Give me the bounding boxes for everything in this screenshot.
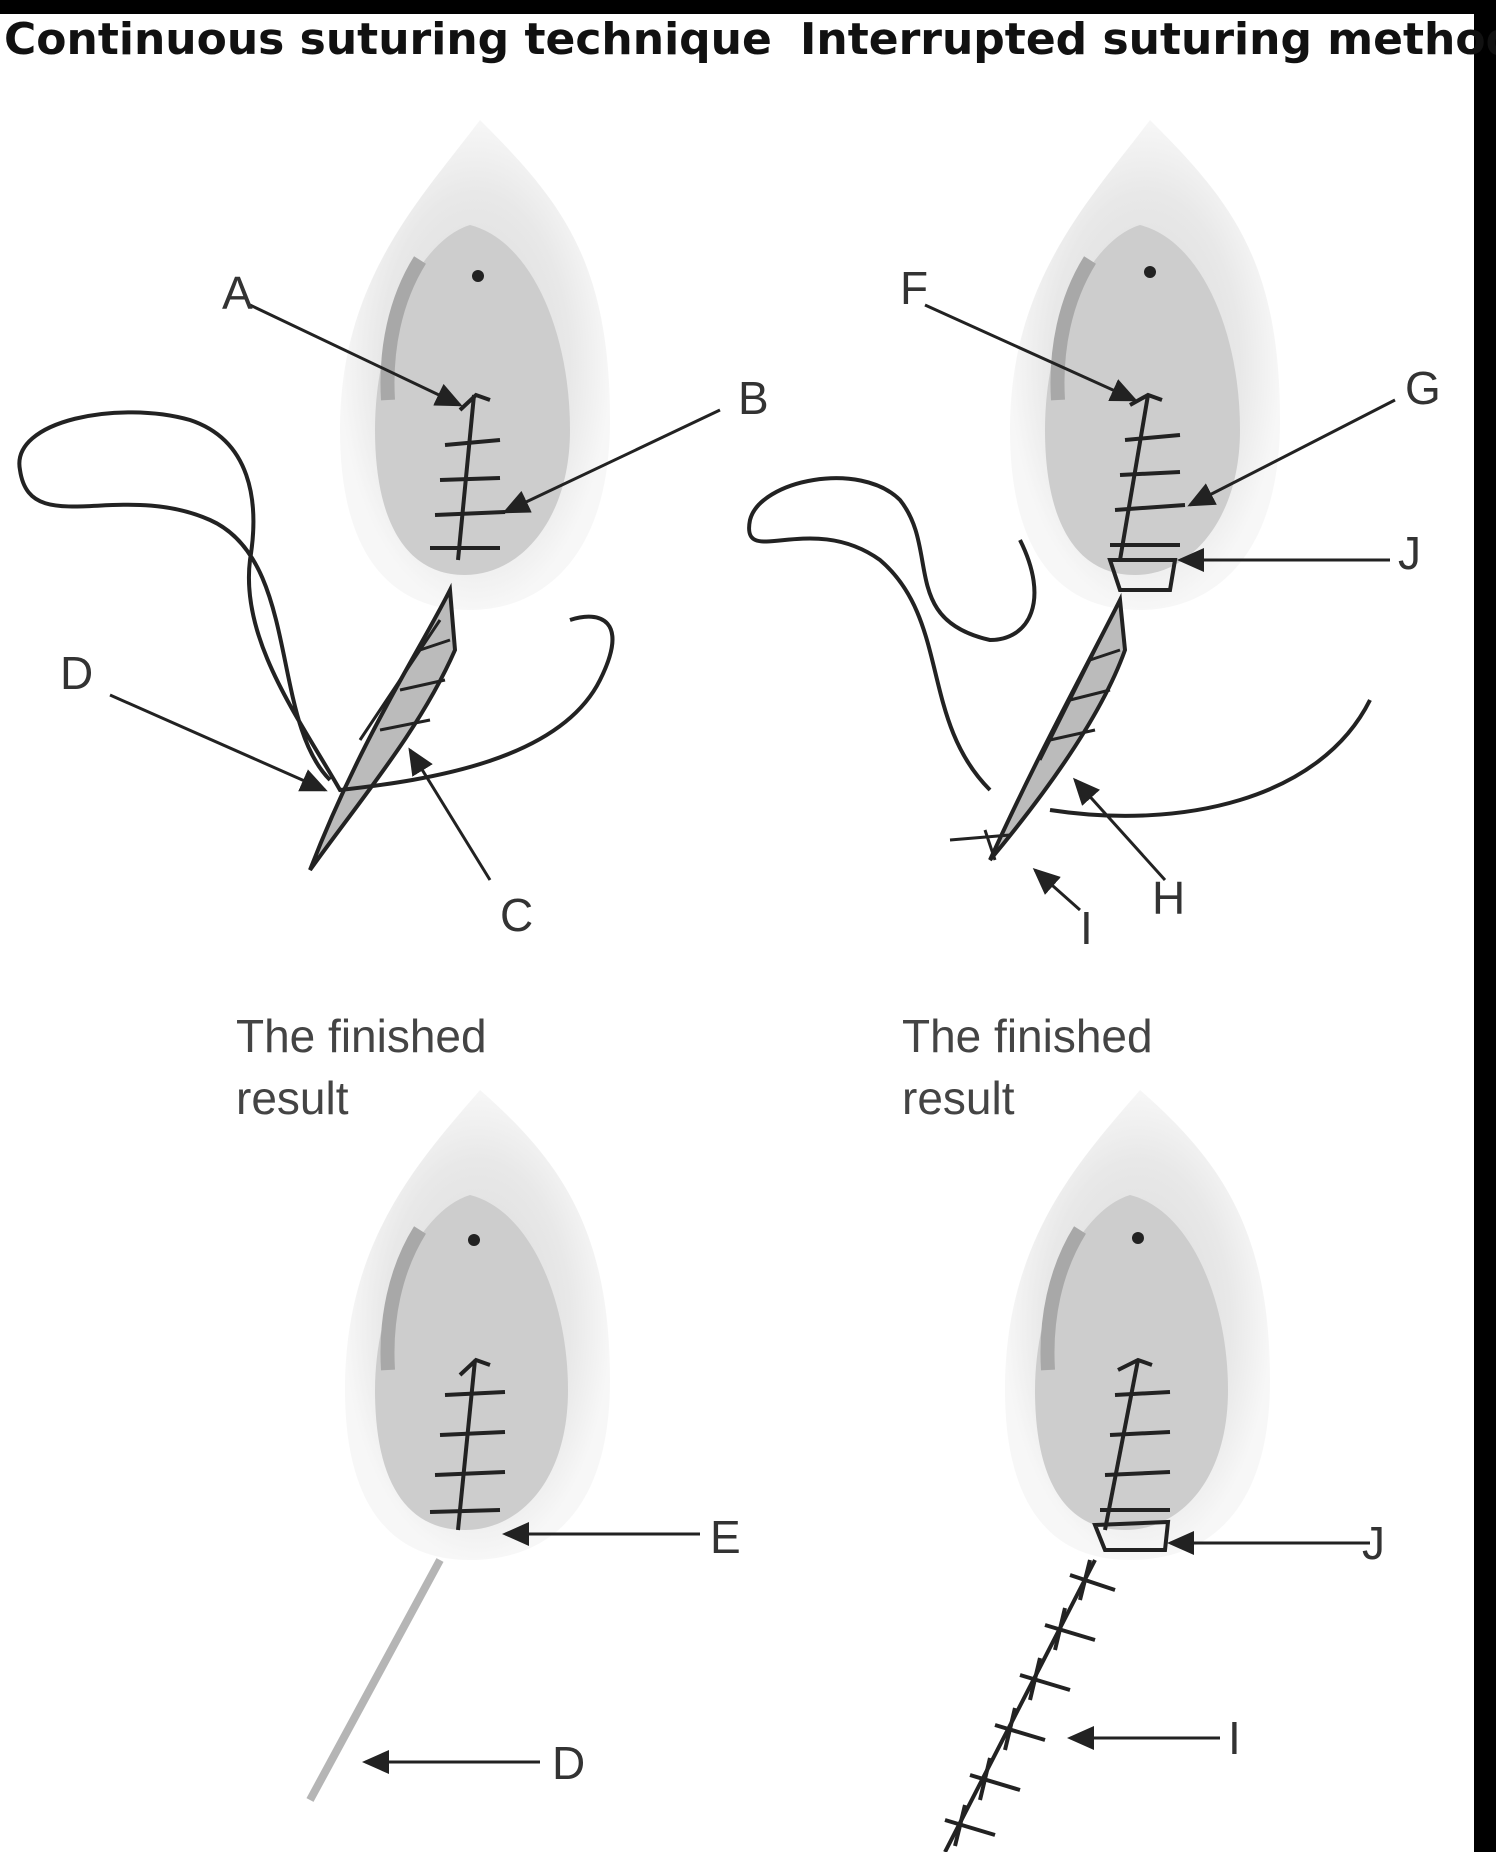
caption-continuous-finished: The finished result [236, 1005, 487, 1129]
label-A: A [222, 267, 253, 319]
label-C: C [500, 889, 534, 941]
wound-edge-shape [380, 256, 426, 401]
caption-line-1: The finished [236, 1010, 487, 1062]
interrupted-stitches [1107, 392, 1186, 592]
leader-B [502, 408, 721, 514]
label-D2: D [552, 1737, 586, 1789]
label-I2: I [1228, 1712, 1241, 1764]
heading-continuous: Continuous suturing technique [4, 14, 772, 65]
interrupted-stitch-row [943, 1559, 1116, 1852]
label-B: B [738, 372, 769, 424]
thread-loop-shape [17, 410, 615, 793]
heading-interrupted: Interrupted suturing method [800, 14, 1496, 65]
label-F: F [900, 262, 929, 314]
nipple-dot [472, 270, 484, 282]
continuous-finished [306, 1090, 700, 1802]
caption-line-2: result [236, 1072, 349, 1124]
label-D: D [60, 647, 94, 699]
leader-F [924, 303, 1138, 402]
label-I: I [1080, 902, 1093, 954]
leader-D [109, 693, 328, 792]
caption-line-2: result [902, 1072, 1015, 1124]
leader-G [1187, 398, 1396, 507]
interrupted-finished [943, 1090, 1370, 1852]
continuous-stitches [430, 392, 506, 561]
top-frame-bar [0, 0, 1496, 14]
leader-A [249, 303, 463, 407]
label-J2: J [1362, 1517, 1385, 1569]
label-J: J [1398, 527, 1421, 579]
label-E: E [710, 1511, 741, 1563]
continuous-wound-top [17, 120, 721, 881]
label-G: G [1405, 362, 1441, 414]
caption-line-1: The finished [902, 1010, 1153, 1062]
leader-I [1032, 868, 1081, 912]
caption-interrupted-finished: The finished result [902, 1005, 1153, 1129]
leader-C [408, 747, 492, 881]
leader-H [1072, 777, 1167, 882]
label-H: H [1152, 872, 1186, 924]
right-frame-bar [1474, 0, 1496, 1852]
interrupted-wound-top [747, 120, 1396, 912]
